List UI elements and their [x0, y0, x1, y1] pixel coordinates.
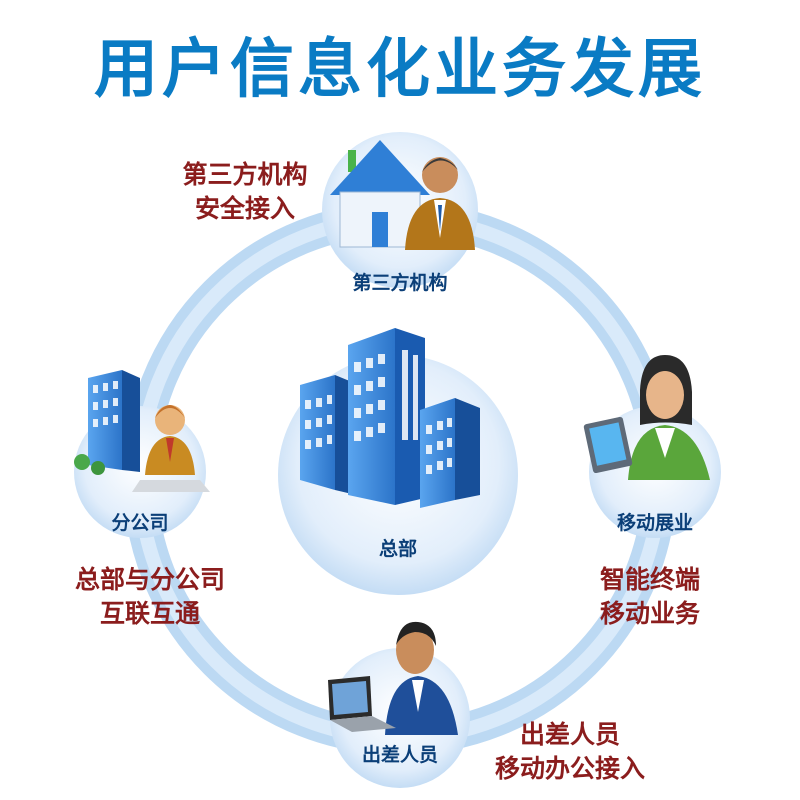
node-top [322, 132, 478, 288]
annotation-bottom: 出差人员 移动办公接入 [494, 720, 645, 783]
node-label-top: 第三方机构 [352, 272, 448, 294]
house-with-businessman-icon [330, 140, 475, 250]
office-buildings-icon [300, 328, 480, 508]
node-label-right: 移动展业 [616, 512, 693, 534]
node-label-bottom: 出差人员 [361, 744, 438, 766]
node-bottom [328, 621, 470, 788]
branch-office-with-worker-icon [74, 370, 210, 492]
node-label-center: 总部 [378, 538, 417, 560]
node-left [74, 370, 210, 538]
annotation-top: 第三方机构 安全接入 [182, 160, 308, 223]
traveler-with-laptop-icon [328, 621, 458, 735]
node-label-left: 分公司 [111, 512, 169, 534]
node-right [583, 355, 721, 538]
page-title: 用户信息化业务发展 [94, 33, 706, 107]
annotation-right: 智能终端 移动业务 [599, 565, 700, 628]
businesswoman-with-tablet-icon [583, 355, 710, 480]
annotation-left: 总部与分公司 互联互通 [74, 565, 225, 628]
node-center [278, 328, 518, 595]
